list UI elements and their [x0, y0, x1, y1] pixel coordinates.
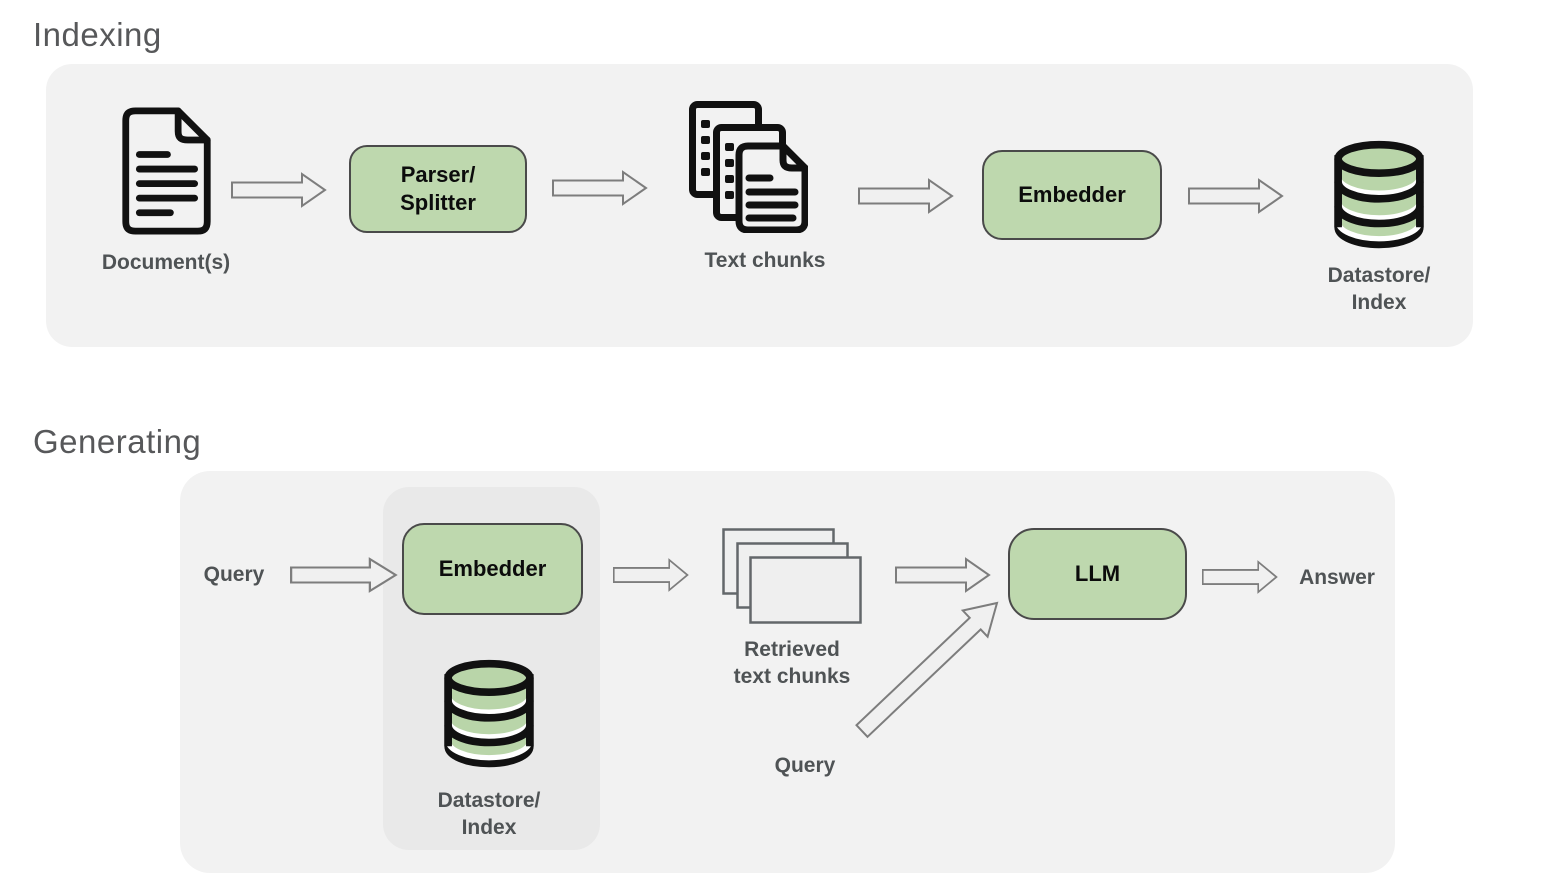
datastore-label-line2: Index — [1351, 291, 1407, 314]
query-to-llm-label: Query — [774, 754, 836, 777]
document-icon — [118, 105, 215, 237]
parser-splitter-label-line1: Parser/ — [400, 162, 476, 187]
datastore-label-indexing: Datastore/ Index — [1308, 262, 1450, 316]
embedder-label-generating: Embedder — [438, 556, 547, 581]
database-cylinder-icon-indexing — [1327, 138, 1431, 252]
embedder-label-indexing: Embedder — [1018, 182, 1126, 207]
datastore-label-line2: Index — [461, 816, 517, 839]
llm-box: LLM — [1008, 528, 1187, 620]
generating-section-title: Generating — [33, 423, 202, 460]
datastore-label-generating: Datastore/ Index — [419, 787, 559, 841]
datastore-label-line1: Datastore/ — [437, 789, 541, 812]
arrow-chunks-to-llm — [895, 557, 991, 593]
arrow-llm-to-answer — [1202, 560, 1278, 594]
arrow-embedder-to-datastore — [1188, 178, 1284, 214]
document-label: Document(s) — [101, 251, 231, 274]
arrow-parser-to-chunks — [552, 170, 648, 206]
arrow-query-to-embedder — [290, 557, 398, 593]
embedder-box-generating: Embedder — [402, 523, 583, 615]
retrieved-chunks-label-line1: Retrieved — [744, 638, 840, 661]
answer-label: Answer — [1299, 566, 1375, 589]
retrieved-chunks-label-line2: text chunks — [733, 665, 851, 688]
database-cylinder-icon-generating — [437, 657, 541, 771]
arrow-embedder-to-chunks — [613, 558, 689, 592]
embedder-box-indexing: Embedder — [982, 150, 1162, 240]
arrow-chunks-to-embedder — [858, 178, 954, 214]
datastore-label-line1: Datastore/ — [1327, 264, 1431, 287]
arrow-query-to-llm — [853, 592, 1003, 742]
indexing-section-title: Indexing — [33, 16, 162, 53]
retrieved-chunks-label: Retrieved text chunks — [712, 636, 872, 690]
text-chunks-label: Text chunks — [704, 249, 826, 272]
stacked-cards-icon — [722, 528, 862, 624]
parser-splitter-box: Parser/ Splitter — [349, 145, 527, 233]
stacked-documents-icon — [688, 100, 809, 234]
query-input-label: Query — [203, 563, 265, 586]
parser-splitter-label-line2: Splitter — [400, 190, 476, 215]
arrow-document-to-parser — [231, 172, 327, 208]
llm-label: LLM — [1074, 561, 1121, 586]
